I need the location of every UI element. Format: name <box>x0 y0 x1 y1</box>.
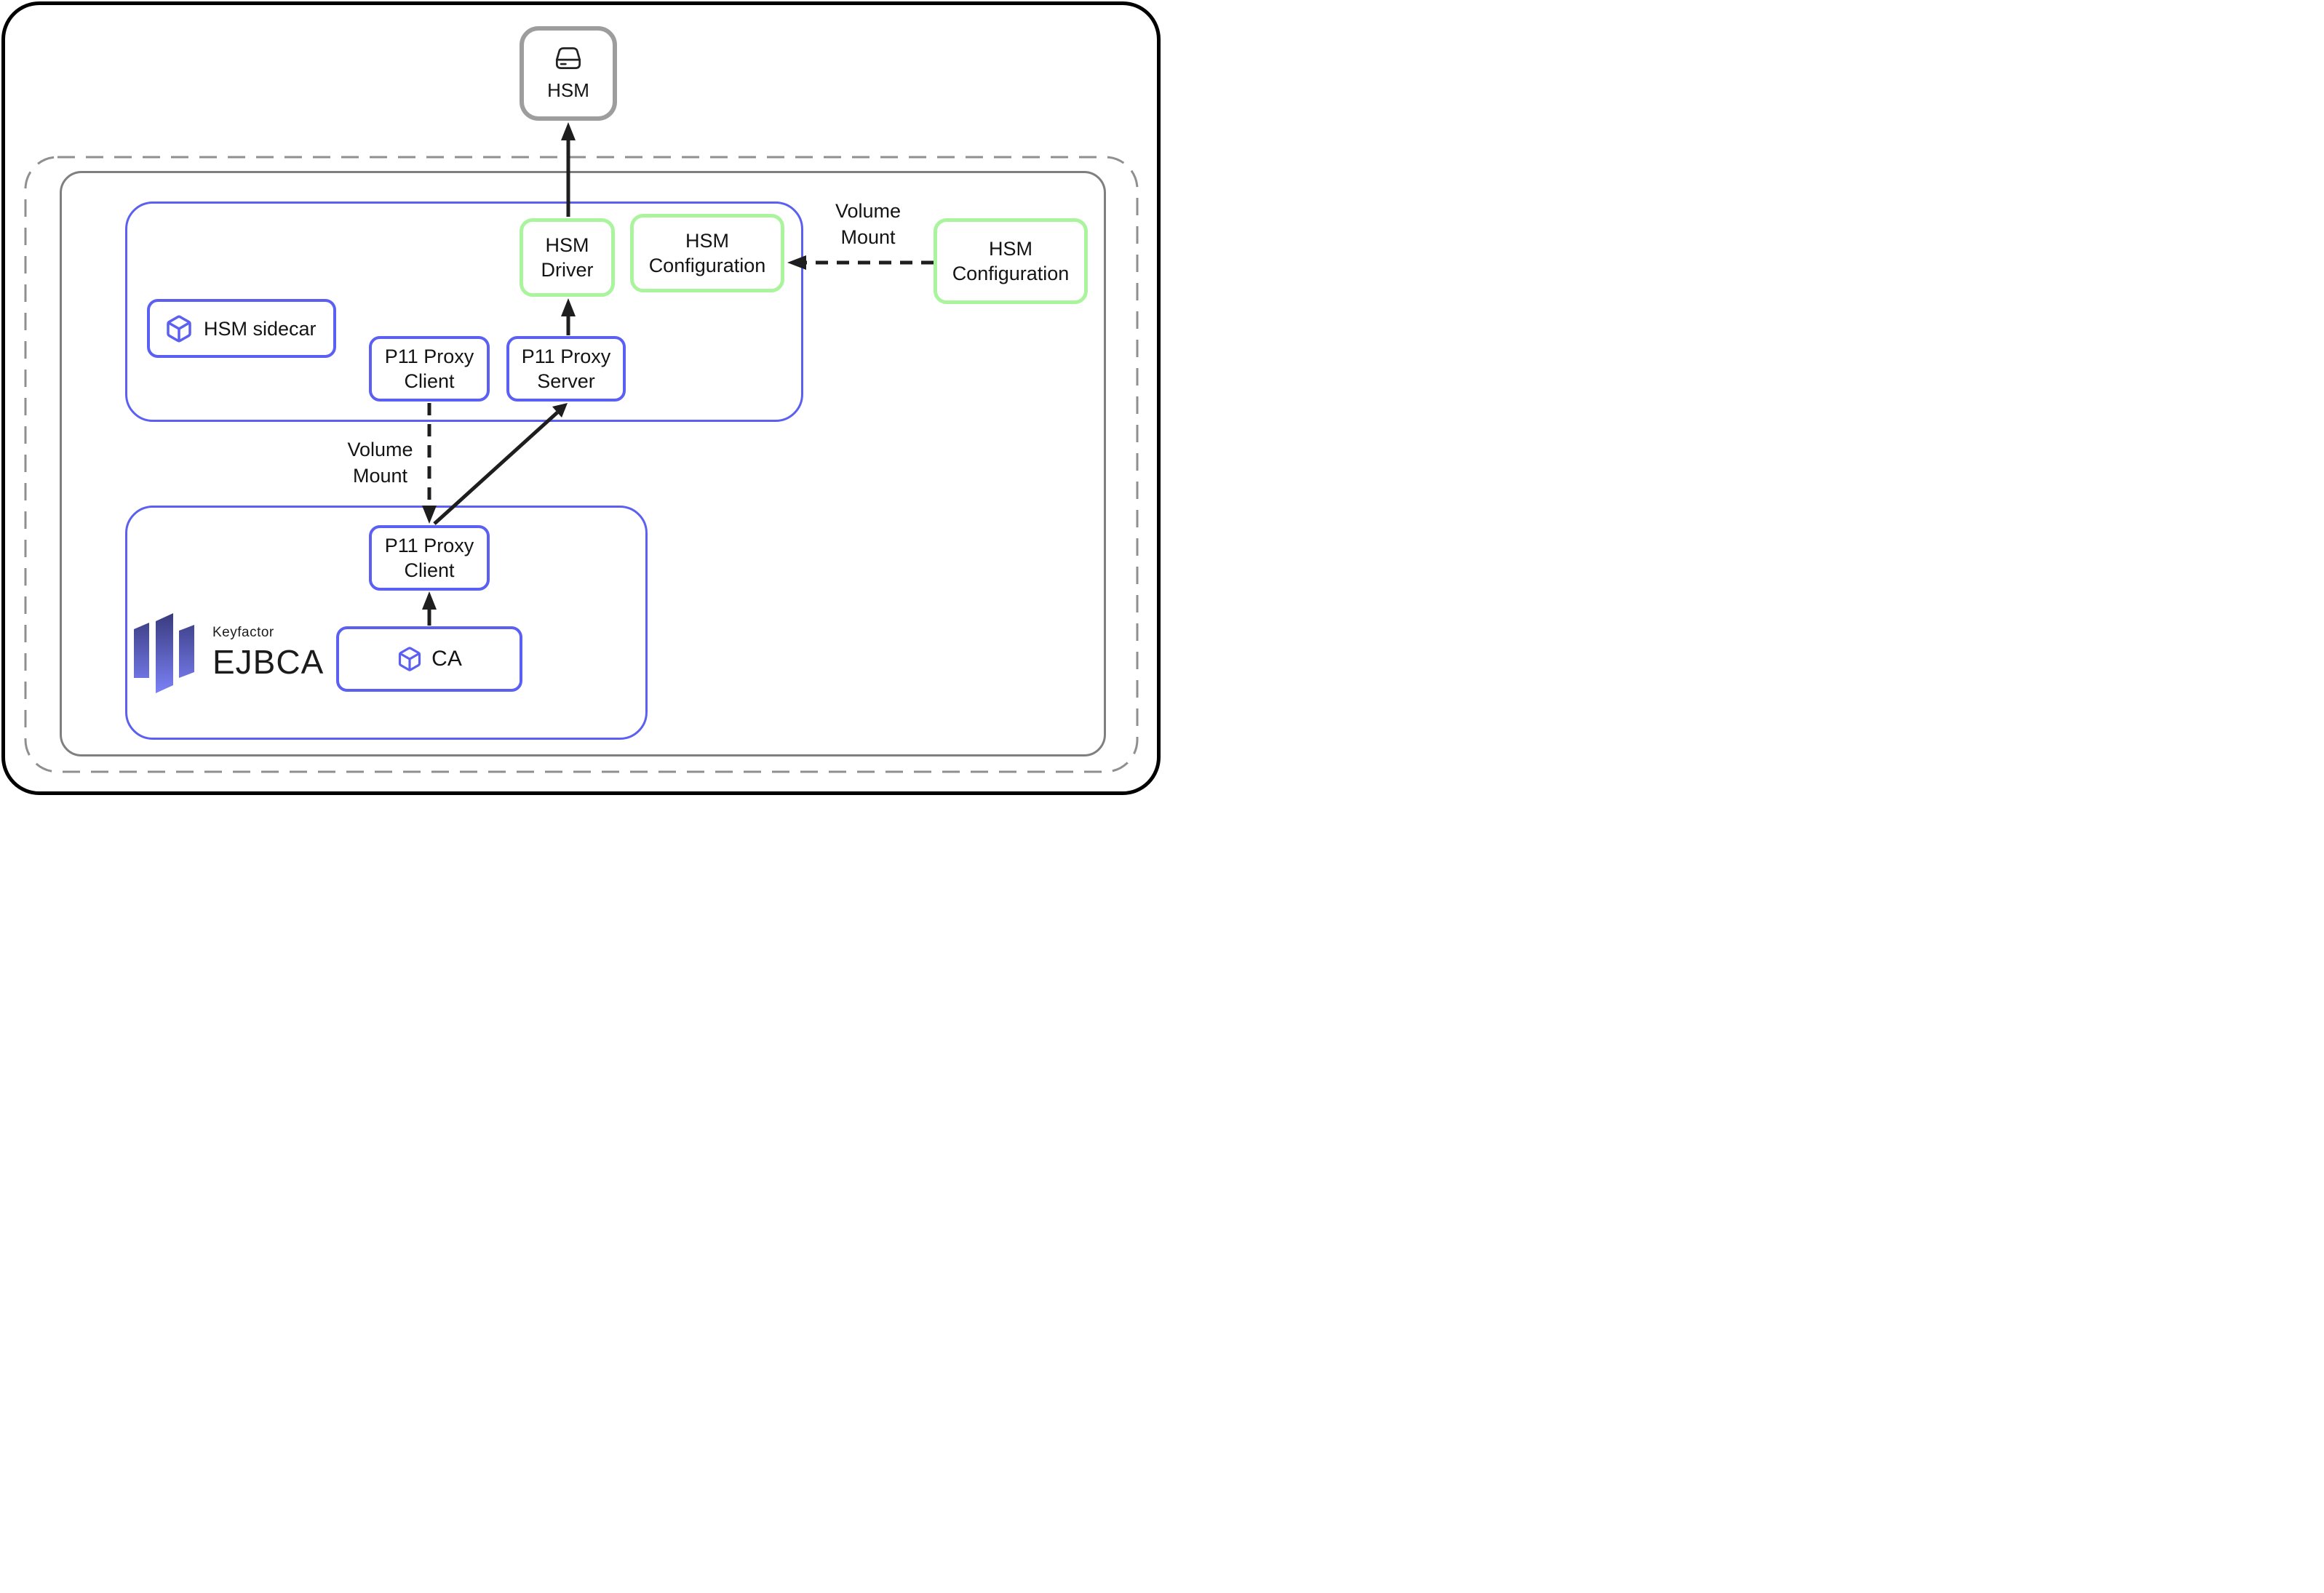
volume-mount-label-left: Volume Mount <box>347 439 413 487</box>
p11-proxy-client-sidecar-label: P11 Proxy Client <box>384 346 474 392</box>
hsm-sidecar-label: HSM sidecar <box>204 317 317 340</box>
p11-proxy-client-ejbca-node: P11 Proxy Client <box>369 525 490 591</box>
hsm-configuration-external-node: HSM Configuration <box>934 218 1088 304</box>
volume-mount-label-right: Volume Mount <box>835 200 902 248</box>
hsm-node: HSM <box>520 26 617 121</box>
diagram-page: HSM HSM sidecar HSM Driver HSM Configura… <box>0 0 1162 796</box>
logo-brand-text: Keyfactor <box>212 625 274 640</box>
hsm-sidecar-label-box: HSM sidecar <box>147 299 336 358</box>
hsm-configuration-external-label: HSM Configuration <box>952 238 1070 284</box>
p11-proxy-server-node: P11 Proxy Server <box>506 336 626 402</box>
cube-icon <box>164 314 194 343</box>
outer-black-frame <box>1 1 1161 795</box>
ca-node: CA <box>336 626 522 692</box>
hsm-configuration-label: HSM Configuration <box>648 230 766 276</box>
p11-proxy-client-sidecar-node: P11 Proxy Client <box>369 336 490 402</box>
hsm-configuration-node: HSM Configuration <box>630 214 784 292</box>
keyfactor-ejbca-logo: Keyfactor EJBCA <box>134 612 324 694</box>
hsm-node-label: HSM <box>547 79 589 101</box>
hsm-driver-label: HSM Driver <box>541 234 594 281</box>
external-drive-icon <box>552 44 585 72</box>
hsm-driver-node: HSM Driver <box>520 218 615 297</box>
cube-icon <box>397 646 423 672</box>
keyfactor-logo-icon <box>134 612 195 694</box>
ca-node-label: CA <box>431 647 462 671</box>
p11-proxy-server-label: P11 Proxy Server <box>521 346 611 392</box>
p11-proxy-client-ejbca-label: P11 Proxy Client <box>384 535 474 581</box>
logo-product-text: EJBCA <box>212 643 325 681</box>
